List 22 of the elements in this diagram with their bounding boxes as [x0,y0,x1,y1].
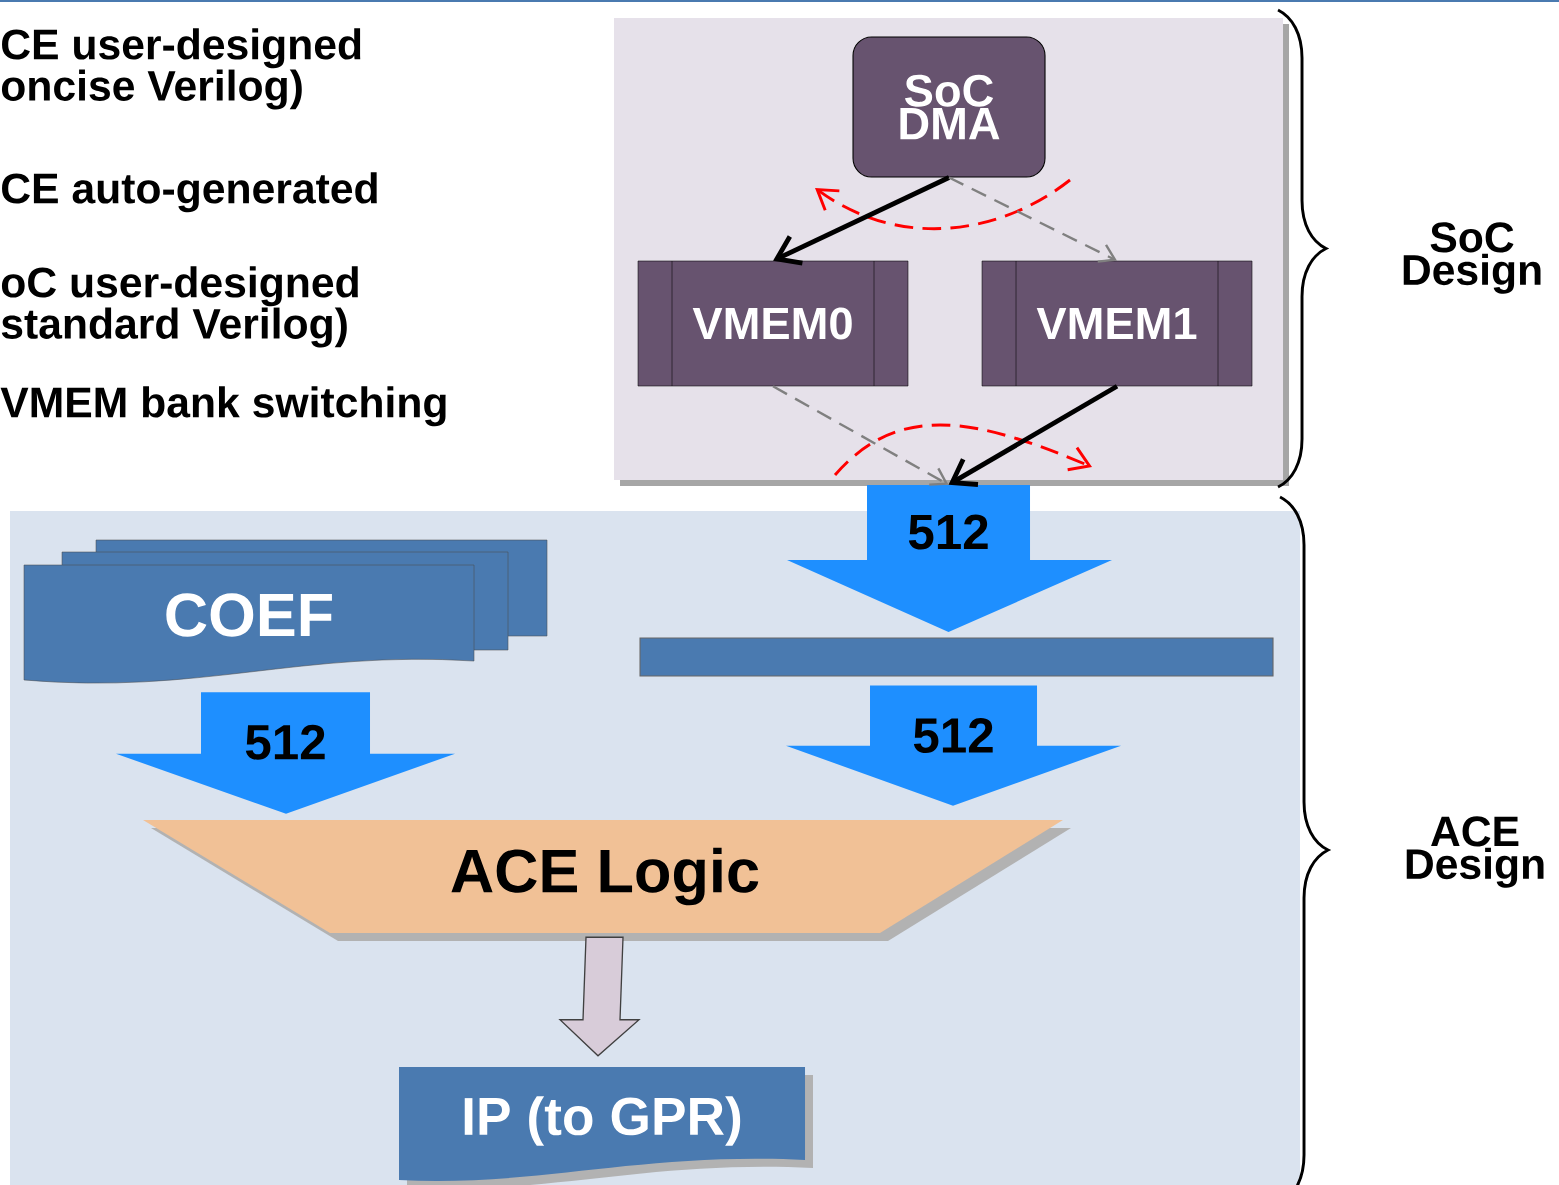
arrow [948,176,1117,263]
key-text: CE auto-generated [2,172,377,213]
key-text: CE user-designed oncise Verilog) [1,28,361,110]
brace-label: SoC Design [1403,222,1541,294]
arrow [773,175,951,266]
block-arrow [116,692,455,814]
hollow-arrow [558,936,641,1057]
edge-label: 512 [913,718,993,753]
dma-box: SoC DMA [852,36,1046,178]
arrow [772,385,949,486]
arrow [948,384,1119,487]
edge-label: 512 [245,724,325,760]
output-box: IP (to GPR) [399,1067,813,1185]
key-text: VMEM bank switching [0,386,446,427]
block-arrow [786,685,1121,806]
memory-box: VMEM0 [637,260,909,387]
memory-box: VMEM1 [981,260,1253,387]
logic-block: ACE Logic [143,820,1071,941]
key-text: oC user-designed standard Verilog) [1,266,358,348]
brace-label: ACE Design [1406,816,1544,888]
bus-bar [639,637,1274,677]
document-stack: COEF [23,539,548,684]
